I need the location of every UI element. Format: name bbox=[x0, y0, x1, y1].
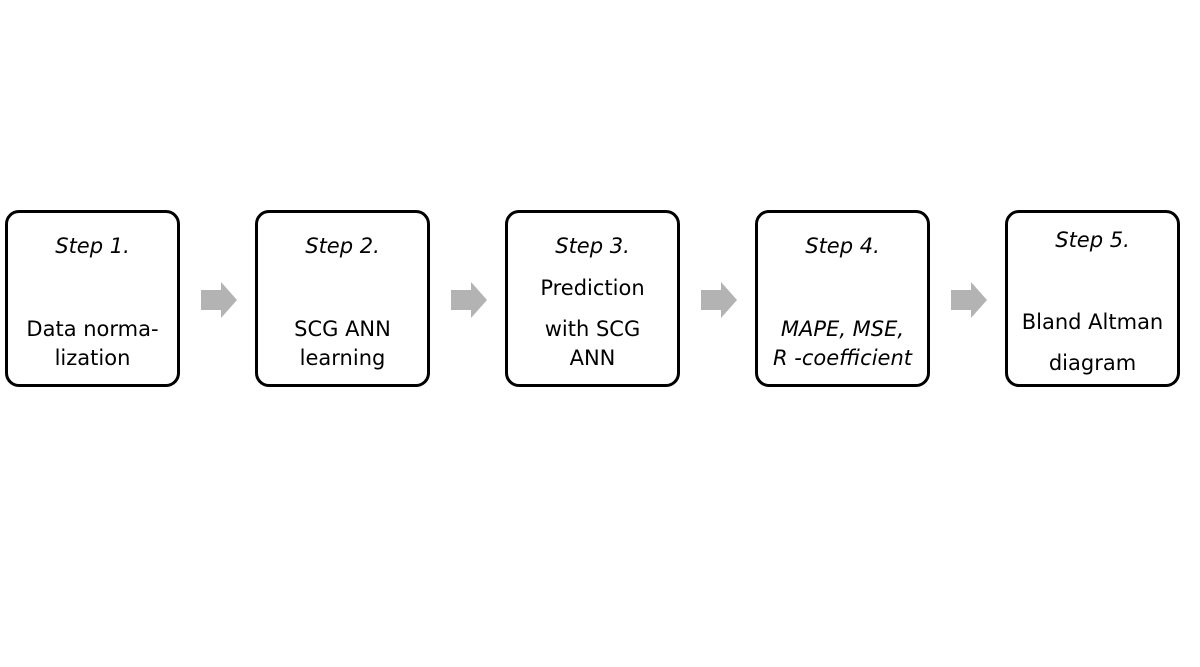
step-4-line-2: R -coefficient bbox=[773, 346, 912, 370]
step-3-box: Step 3. Prediction with SCG ANN bbox=[505, 210, 680, 387]
step-3-line-3: ANN bbox=[569, 346, 616, 370]
right-arrow-icon bbox=[701, 282, 737, 318]
step-3-line-1: Prediction bbox=[540, 276, 645, 300]
step-1-line-1: Data norma- bbox=[26, 317, 159, 341]
step-2-title: Step 2. bbox=[305, 234, 380, 258]
step-3-title: Step 3. bbox=[555, 234, 630, 258]
step-2-line-2: learning bbox=[299, 346, 386, 370]
step-5-line-1: Bland Altman bbox=[1021, 310, 1164, 334]
step-1-title: Step 1. bbox=[55, 234, 130, 258]
step-4-line-1: MAPE, MSE, bbox=[780, 317, 905, 341]
step-4-box: Step 4. MAPE, MSE, R -coefficient bbox=[755, 210, 930, 387]
step-3-line-2: with SCG bbox=[544, 317, 641, 341]
right-arrow-icon bbox=[951, 282, 987, 318]
step-5-line-2: diagram bbox=[1048, 351, 1137, 375]
step-5-box: Step 5. Bland Altman diagram bbox=[1005, 210, 1180, 387]
step-4-title: Step 4. bbox=[805, 234, 880, 258]
right-arrow-icon bbox=[451, 282, 487, 318]
step-5-title: Step 5. bbox=[1055, 228, 1130, 252]
step-2-box: Step 2. SCG ANN learning bbox=[255, 210, 430, 387]
step-2-line-1: SCG ANN bbox=[294, 317, 391, 341]
step-1-line-2: lization bbox=[54, 346, 131, 370]
step-1-box: Step 1. Data norma- lization bbox=[5, 210, 180, 387]
right-arrow-icon bbox=[201, 282, 237, 318]
